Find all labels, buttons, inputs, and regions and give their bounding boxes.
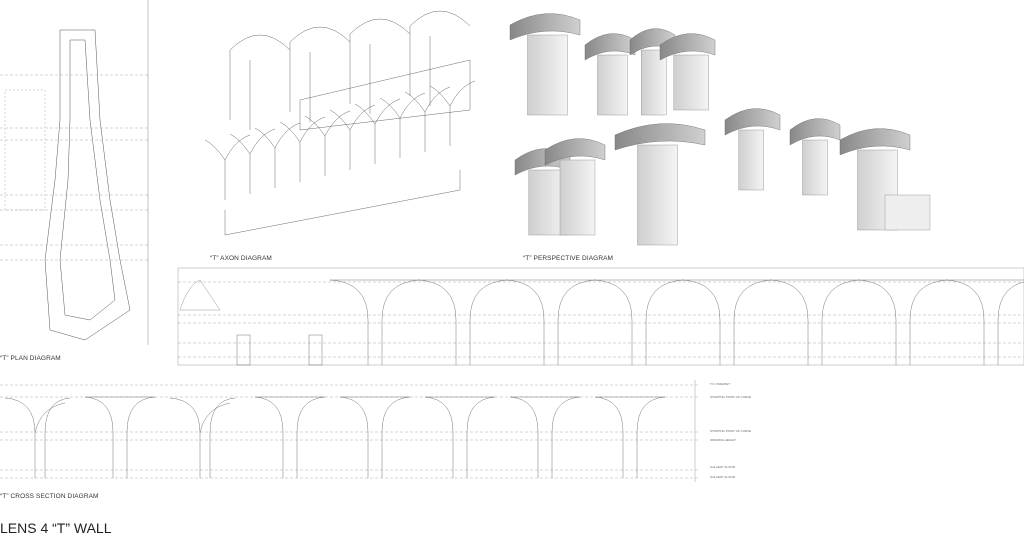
plan-diagram bbox=[0, 0, 150, 345]
perspective-diagram-title: “T” PERSPECTIVE DIAGRAM bbox=[523, 255, 614, 262]
cross-section-diagram-title: “T” CROSS SECTION DIAGRAM bbox=[0, 493, 99, 500]
elevation-diagram bbox=[177, 267, 1024, 366]
label-curve-start-2: STARTING POINT OF CURVE bbox=[710, 429, 751, 433]
label-gallery-floor: GALLERY FLOOR bbox=[710, 465, 736, 469]
label-parapet: T.O. PARAPET bbox=[710, 382, 730, 386]
label-curve-start: STARTING POINT OF CURVE bbox=[710, 395, 751, 399]
section-level-labels: T.O. PARAPET STARTING POINT OF CURVE STA… bbox=[710, 382, 751, 479]
plan-diagram-title: “T” PLAN DIAGRAM bbox=[0, 355, 61, 362]
cross-section-diagram bbox=[0, 380, 700, 482]
label-opening-height: OPENING HEIGHT bbox=[710, 438, 736, 442]
sheet-title: LENS 4 “T” WALL bbox=[0, 520, 112, 536]
axon-diagram bbox=[204, 10, 476, 236]
label-gallery-floor-2: GALLERY FLOOR bbox=[710, 475, 736, 479]
perspective-diagram bbox=[509, 13, 931, 246]
axon-diagram-title: “T” AXON DIAGRAM bbox=[210, 255, 272, 262]
